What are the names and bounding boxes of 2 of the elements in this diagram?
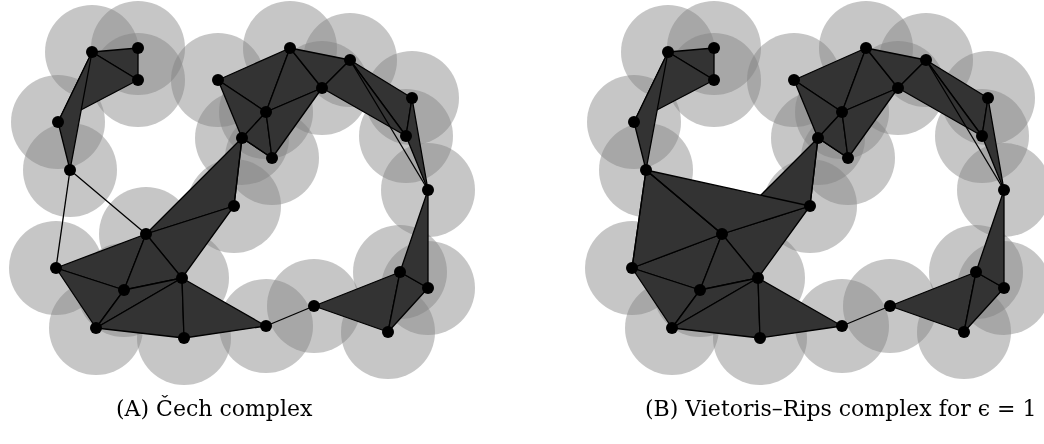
figure-caption: (A) Čech complex <box>116 396 313 421</box>
figure-caption: (B) Vietoris–Rips complex for ϵ = 1 <box>645 396 1037 421</box>
